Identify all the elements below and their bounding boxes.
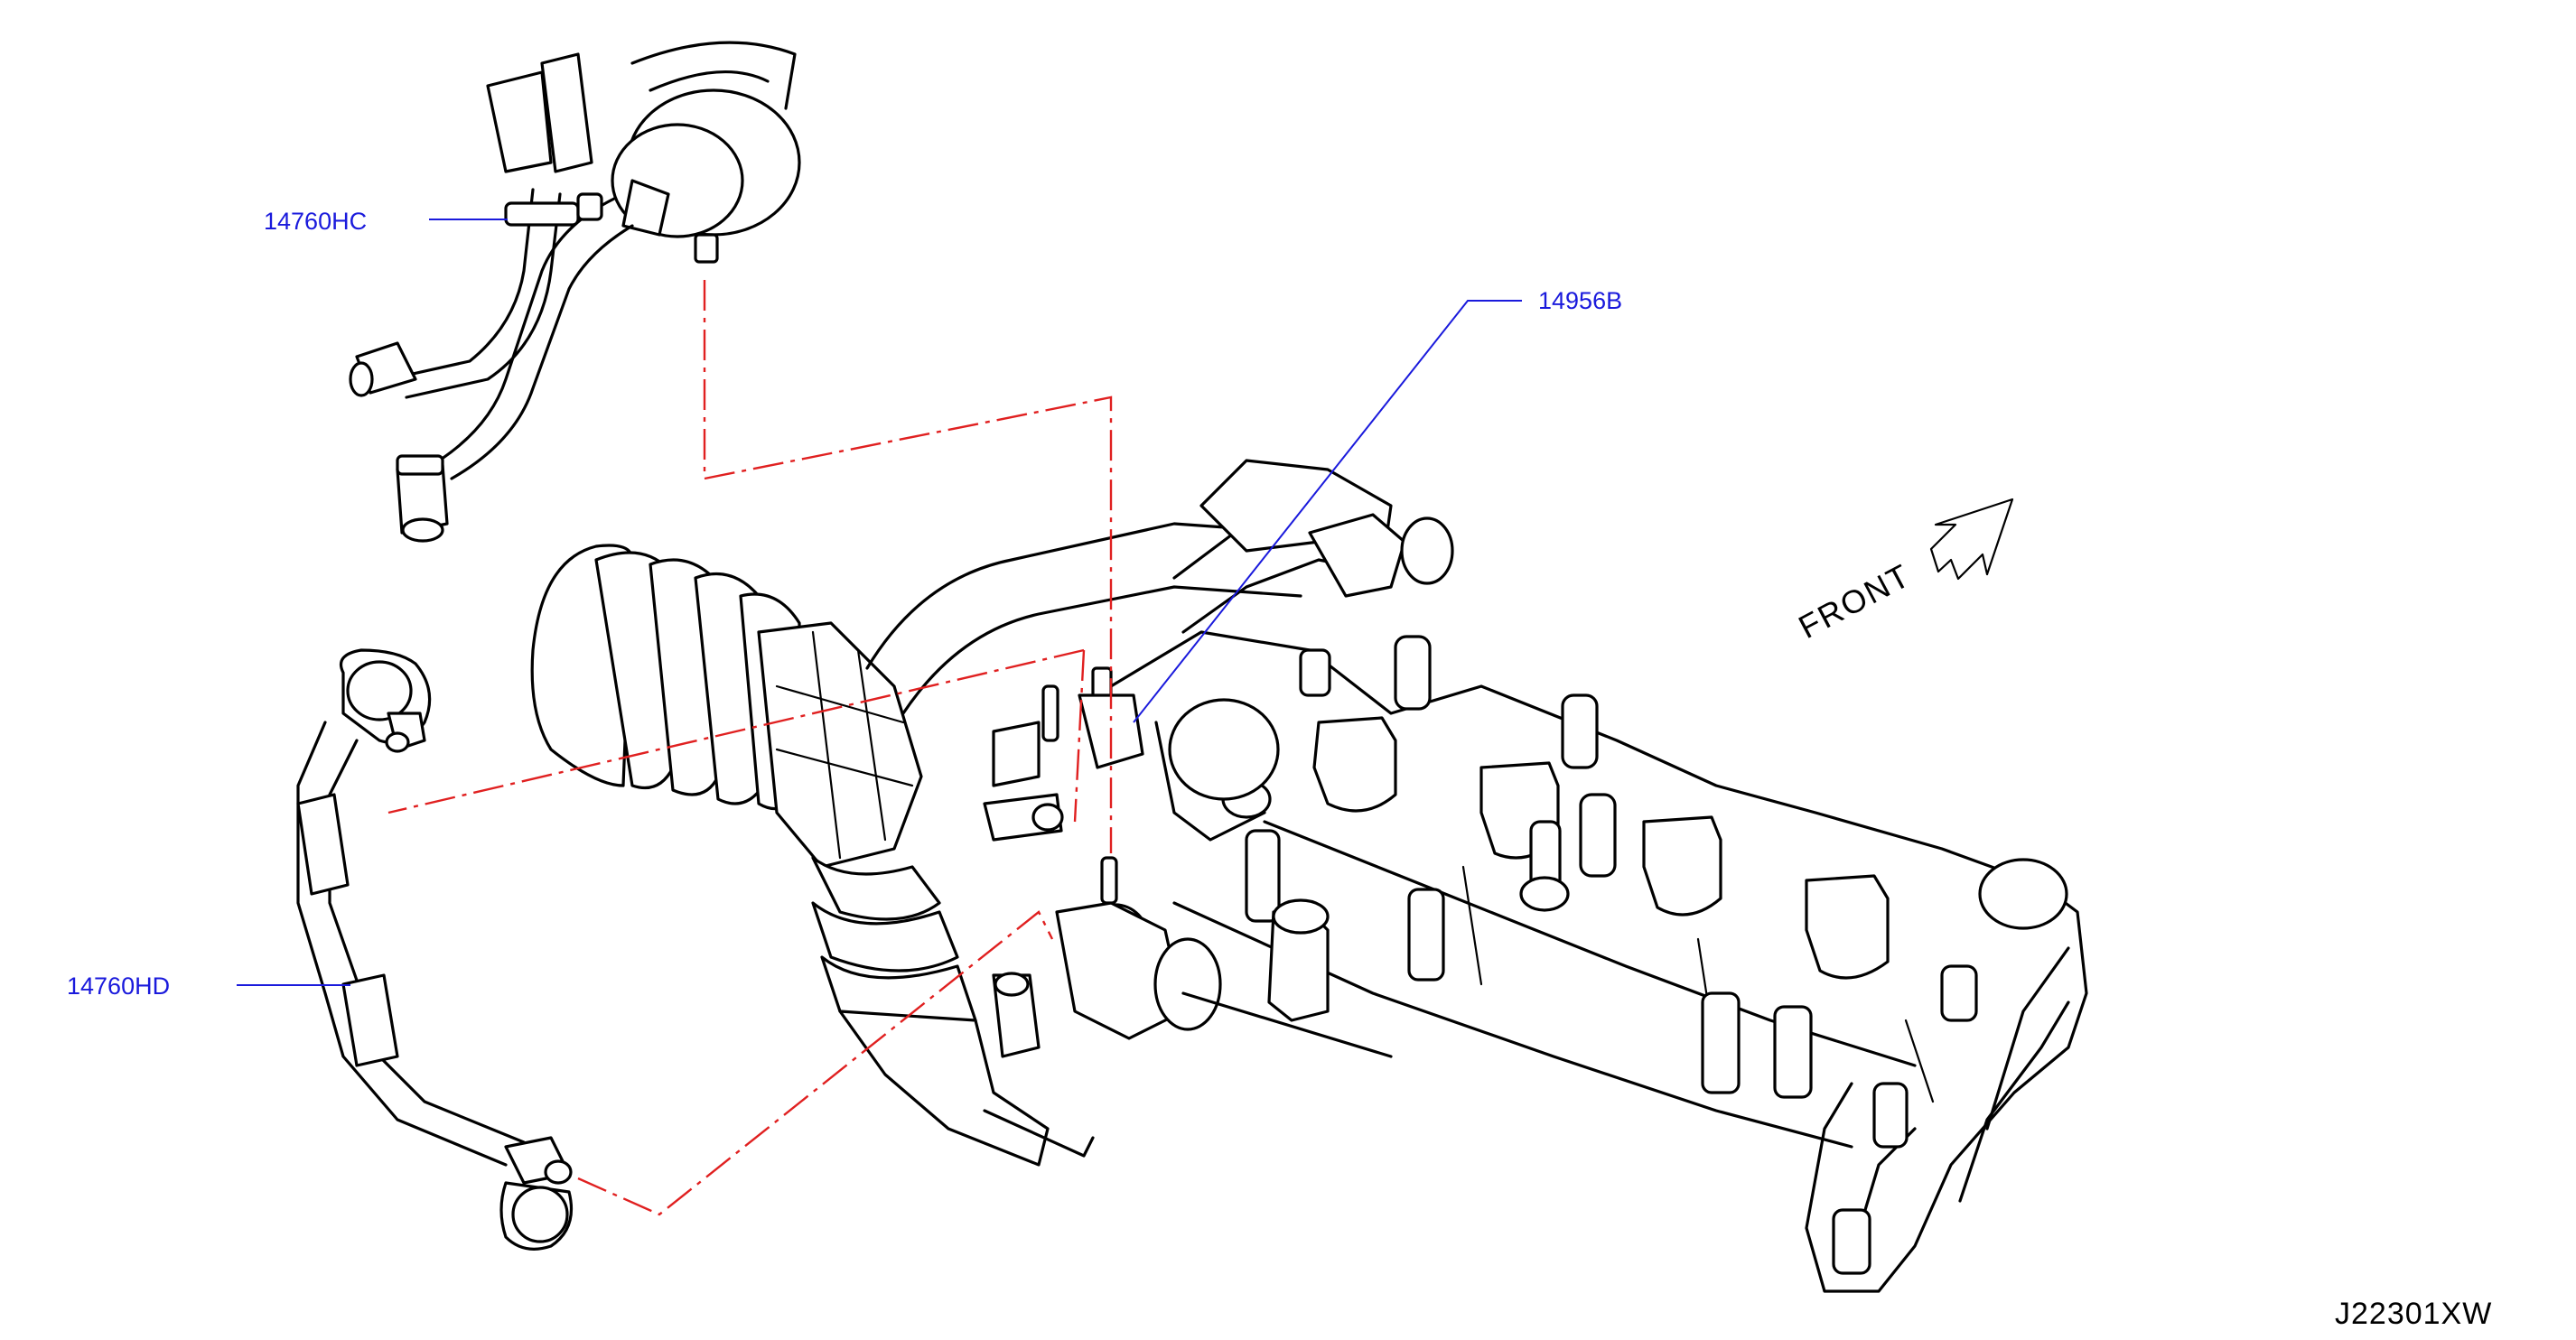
leader-14956B: [1133, 300, 1522, 723]
engine-cylinder-head: [1109, 630, 2088, 1293]
front-arrow-icon: [1929, 498, 2014, 581]
leader-lines: [237, 219, 1522, 986]
intake-air-duct: [530, 459, 1454, 1167]
diagram-code: J22301XW: [2335, 1297, 2492, 1331]
part-label-14760HC[interactable]: 14760HC: [264, 208, 367, 235]
reference-lines: [387, 280, 1113, 1216]
hose-assembly-lower: [296, 648, 574, 1251]
throttle-body: [992, 698, 1393, 1058]
front-direction-label: FRONT: [1793, 556, 1918, 646]
part-label-14956B[interactable]: 14956B: [1538, 287, 1622, 314]
hose-assembly-upper: [349, 41, 801, 543]
part-label-14760HD[interactable]: 14760HD: [67, 972, 170, 1000]
ignition-coils: [1312, 716, 1890, 980]
head-bolts: [1221, 635, 1813, 1099]
